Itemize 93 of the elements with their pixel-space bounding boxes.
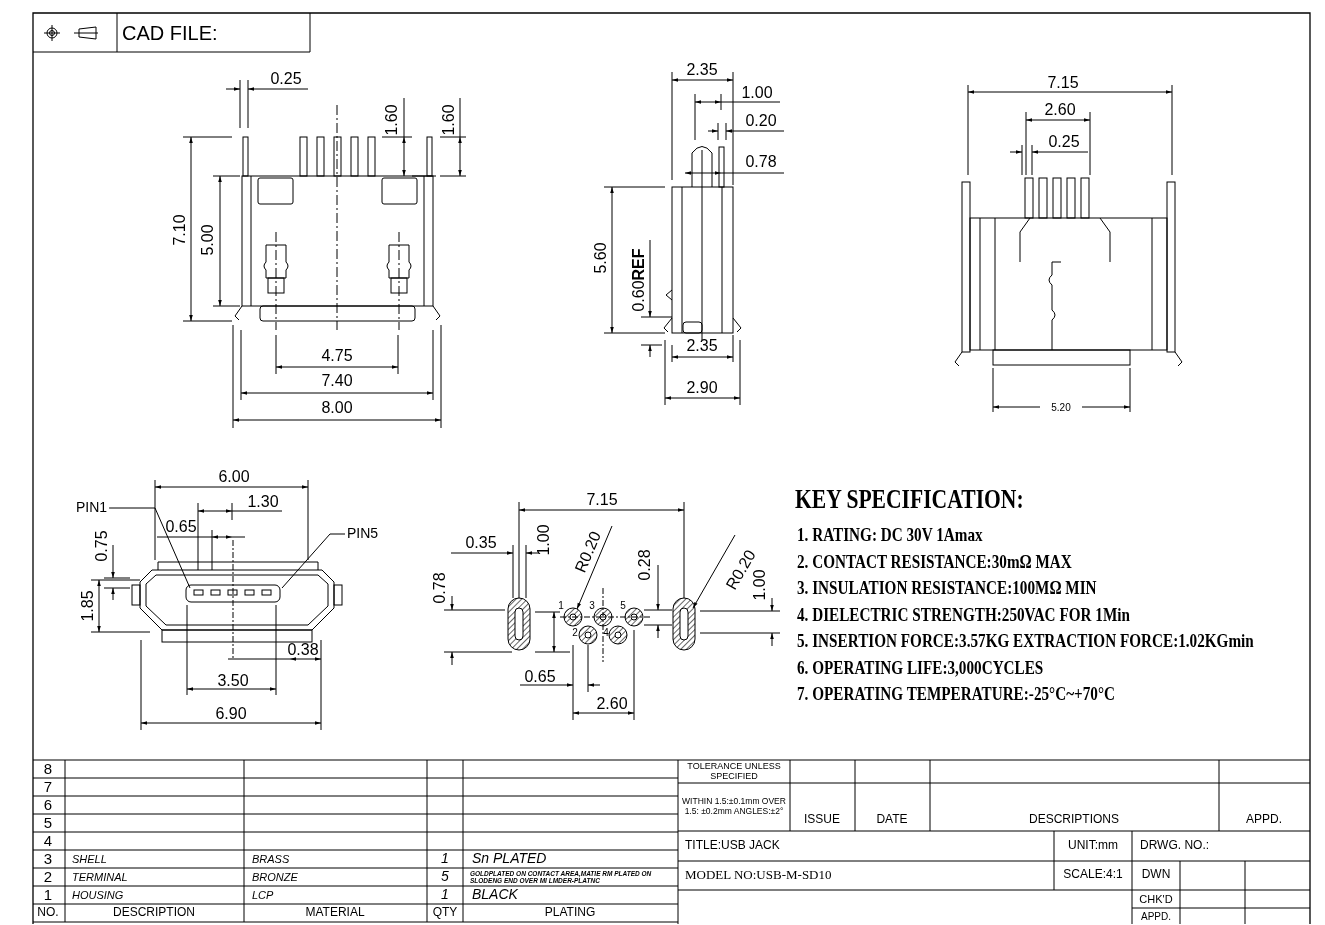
column-heading: DATE — [876, 813, 908, 827]
spec-item: 4. DIELECTRIC STRENGTH:250VAC FOR 1Min — [797, 604, 1130, 625]
column-heading: APPD. — [1246, 813, 1282, 827]
part-name: HOUSING — [72, 888, 124, 902]
leader-line — [281, 533, 346, 589]
pin-number: 3 — [589, 599, 595, 611]
dimension-label: 0.25 — [270, 70, 302, 88]
title-text: TITLE:USB JACK — [685, 839, 780, 853]
dimension-label: 0.65 — [524, 668, 556, 686]
dimension-label: 4.75 — [321, 347, 353, 365]
pin-number: 1 — [558, 599, 564, 611]
field-label: CAD FILE: — [122, 22, 218, 44]
dimension-label: 0.75 — [93, 530, 111, 562]
unit-text: UNIT:mm — [1068, 839, 1118, 853]
column-heading: DESCRIPTION — [113, 906, 195, 920]
spec-item: 6. OPERATING LIFE:3,000CYCLES — [797, 657, 1044, 678]
quantity: 5 — [441, 869, 449, 885]
material-name: LCP — [252, 888, 274, 902]
dimension-label: 0.35 — [465, 534, 497, 552]
row-number: 1 — [43, 886, 53, 904]
tolerance-note: WITHIN 1.5:±0.1mm OVER 1.5: ±0.2mm ANGLES:±2° — [681, 797, 787, 817]
dimension-label: 5.20 — [1049, 401, 1073, 413]
signoff-label: CHK'D — [1139, 892, 1173, 906]
dimension-label: 0.25 — [1048, 133, 1080, 151]
quantity: 1 — [441, 887, 449, 903]
part-name: TERMINAL — [72, 870, 128, 884]
column-heading: ISSUE — [804, 813, 840, 827]
dimension-label: 0.78 — [745, 153, 777, 171]
scale-text: SCALE:4:1 — [1063, 868, 1123, 882]
column-heading: PLATING — [544, 906, 596, 920]
dimension-label: 8.00 — [321, 399, 353, 417]
plating-note: BLACK — [472, 887, 518, 903]
dimension-label: 1.00 — [741, 84, 773, 102]
pin-number: 4 — [603, 626, 609, 638]
row-number: 3 — [43, 850, 53, 868]
dimension-label: 2.35 — [686, 337, 718, 355]
spec-item: 3. INSULATION RESISTANCE:100MΩ MIN — [797, 577, 1097, 599]
dimension-label: 7.10 — [171, 214, 189, 246]
plating-note: Sn PLATED — [472, 851, 547, 867]
dimension-label: 7.15 — [1047, 74, 1079, 92]
dimension-label: 3.50 — [217, 672, 249, 690]
pin-label: PIN1 — [76, 500, 108, 516]
dimension-label: 2.35 — [686, 61, 718, 79]
dimension-label: 6.90 — [215, 705, 247, 723]
dimension-label: 0.60REF — [630, 248, 648, 312]
pin-number: 5 — [620, 599, 626, 611]
dimension-label: 5.60 — [592, 242, 610, 274]
row-number: 5 — [43, 814, 53, 832]
signoff-label: APPD. — [1141, 910, 1171, 922]
dimension-label: 5.00 — [199, 224, 217, 256]
dimension-label: 1.00 — [751, 569, 769, 601]
dimension-label: 1.60 — [440, 104, 458, 136]
column-heading: QTY — [432, 906, 458, 920]
spec-item: 5. INSERTION FORCE:3.57KG EXTRACTION FORCE:1.02KGmin — [797, 630, 1254, 652]
dimension-label: 0.65 — [165, 518, 197, 536]
dimension-label: 0.20 — [745, 112, 777, 130]
row-number: 2 — [43, 868, 53, 886]
row-number: 4 — [43, 832, 53, 850]
dimension-label: 1.60 — [383, 104, 401, 136]
spec-item: 7. OPERATING TEMPERATURE:-25°C~+70°C — [797, 683, 1115, 705]
dimension-label: 7.40 — [321, 372, 353, 390]
spec-item: 2. CONTACT RESISTANCE:30mΩ MAX — [797, 551, 1072, 572]
row-number: 6 — [43, 796, 53, 814]
row-number: 8 — [43, 760, 53, 778]
dimension-label: 1.30 — [247, 493, 279, 511]
dimension-label: 7.15 — [586, 491, 618, 509]
part-name: SHELL — [72, 852, 107, 866]
dimension-label: 2.90 — [686, 379, 718, 397]
material-name: BRONZE — [252, 870, 298, 884]
dimension-label: R0.20 — [571, 528, 605, 576]
signoff-label: DWN — [1141, 868, 1171, 882]
column-heading: MATERIAL — [305, 906, 365, 920]
material-name: BRASS — [252, 852, 290, 866]
dimension-label: 0.78 — [431, 572, 449, 604]
dimension-label: 0.38 — [287, 641, 319, 659]
spec-heading: KEY SPECIFICATION: — [795, 485, 1024, 515]
column-heading: DESCRIPTIONS — [1029, 813, 1119, 827]
drawing-number-label: DRWG. NO.: — [1140, 839, 1210, 853]
dimension-label: 1.00 — [535, 524, 553, 556]
row-number: 7 — [43, 778, 53, 796]
dimension-label: 1.85 — [79, 590, 97, 622]
dimension-label: 0.28 — [636, 549, 654, 581]
model-number: MODEL NO:USB-M-SD10 — [685, 867, 832, 883]
dimension-label: 2.60 — [1044, 101, 1076, 119]
dimension-label: 2.60 — [596, 695, 628, 713]
pin-number: 2 — [572, 626, 578, 638]
spec-item: 1. RATING: DC 30V 1Amax — [797, 524, 983, 546]
pin-label: PIN5 — [347, 526, 379, 542]
leader-line — [108, 507, 191, 589]
quantity: 1 — [441, 851, 449, 867]
dimension-label: 6.00 — [218, 468, 250, 486]
column-heading: NO. — [37, 906, 59, 920]
tolerance-note: TOLERANCE UNLESS SPECIFIED — [686, 760, 782, 782]
